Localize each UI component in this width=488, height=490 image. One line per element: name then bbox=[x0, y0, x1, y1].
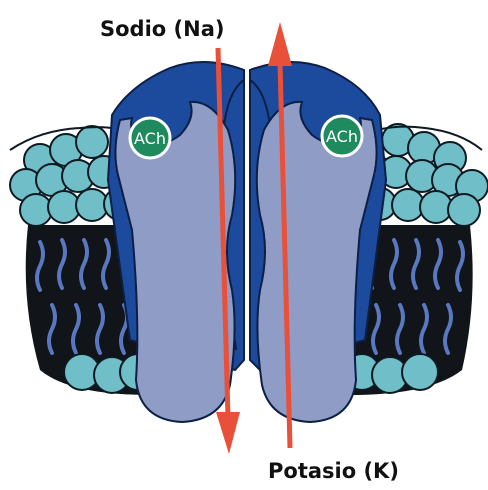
potassium-label: Potasio (K) bbox=[268, 459, 399, 483]
ach-site-left: ACh bbox=[130, 118, 170, 158]
sodium-arrowhead bbox=[216, 412, 240, 454]
potassium-arrowhead bbox=[268, 22, 292, 66]
ach-label-right: ACh bbox=[326, 127, 358, 146]
sodium-label: Sodio (Na) bbox=[100, 17, 224, 41]
ach-label-left: ACh bbox=[134, 129, 166, 148]
ach-site-right: ACh bbox=[322, 116, 362, 156]
channel-protein: ACh ACh bbox=[108, 62, 386, 422]
